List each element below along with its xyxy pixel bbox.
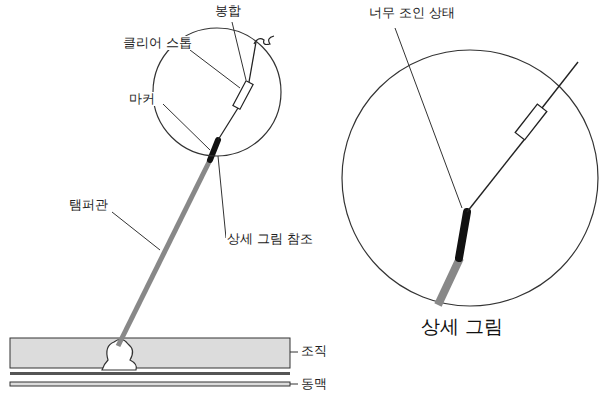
suture-thread bbox=[542, 62, 578, 108]
leader-line bbox=[232, 22, 246, 80]
tissue-layer bbox=[10, 338, 290, 368]
tamper-tube bbox=[438, 258, 460, 305]
clear-stop bbox=[515, 104, 547, 140]
artery-layer bbox=[10, 382, 290, 386]
suture-thread bbox=[467, 140, 524, 212]
suture-thread bbox=[218, 108, 238, 140]
suture-thread bbox=[249, 42, 256, 82]
leader-line bbox=[290, 384, 298, 385]
leader-line bbox=[218, 156, 226, 238]
leader-line bbox=[395, 28, 462, 208]
figure-caption: 상세 그림 bbox=[420, 316, 504, 337]
note-label: 너무 조인 상태 bbox=[368, 6, 456, 20]
part-label: 클리어 스톱 bbox=[122, 36, 193, 50]
tamper-tube bbox=[118, 158, 211, 346]
leader-line bbox=[163, 104, 210, 150]
suture-knot bbox=[254, 36, 274, 45]
part-label: 마커 bbox=[128, 92, 156, 106]
tissue-base bbox=[10, 372, 290, 375]
leader-line bbox=[190, 50, 240, 88]
layer-label: 조직 bbox=[300, 344, 328, 358]
leader-line bbox=[112, 212, 160, 250]
marker bbox=[459, 212, 467, 258]
leader-line bbox=[290, 352, 298, 353]
note-label: 상세 그림 참조 bbox=[226, 232, 314, 246]
label: 봉합 bbox=[214, 4, 242, 18]
layer-label: 동맥 bbox=[300, 377, 328, 391]
marker bbox=[210, 140, 218, 160]
detail-circle bbox=[342, 50, 598, 306]
part-label: 탬퍼관 bbox=[68, 198, 109, 212]
